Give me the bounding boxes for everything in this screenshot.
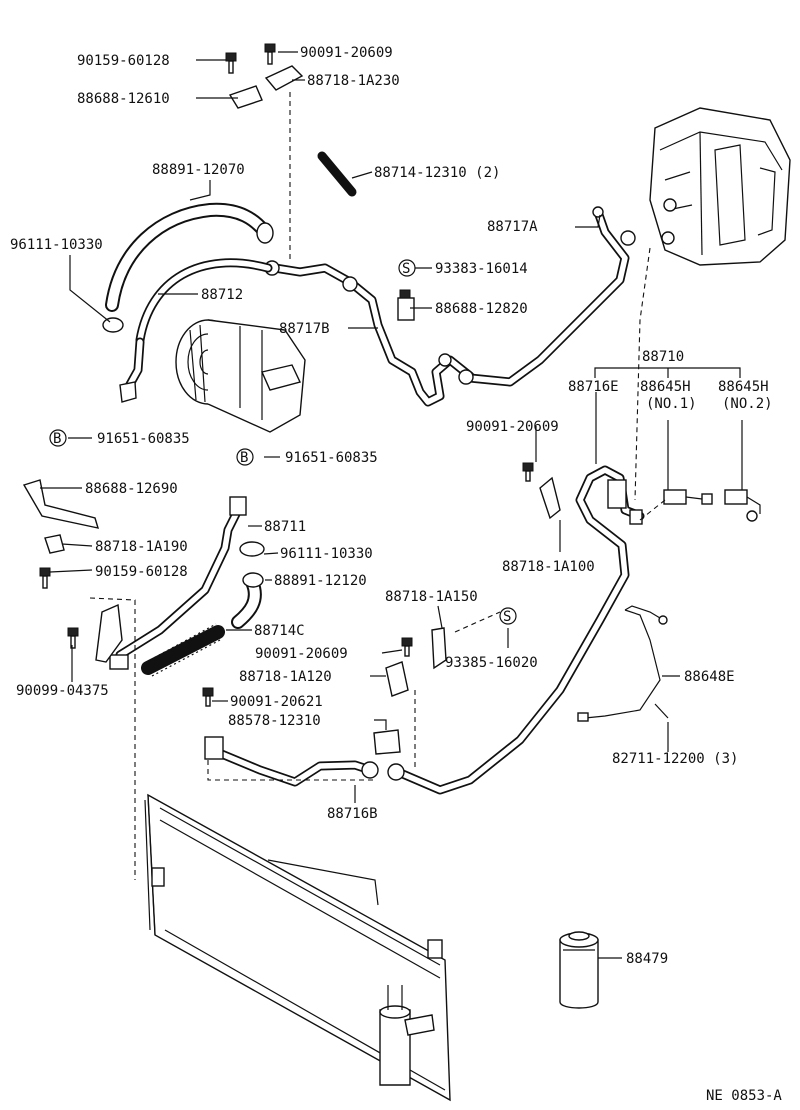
svg-text:S: S (402, 261, 410, 277)
label-82711-12200: 82711-12200 (3) (612, 751, 738, 767)
circle-marker-icon: B (49, 429, 67, 447)
bolt-icon (264, 43, 276, 65)
label-88645H-no2: 88645H (718, 379, 769, 395)
hose-88712 (123, 258, 273, 393)
label-88648E: 88648E (684, 669, 735, 685)
label-88645H-no1: 88645H (640, 379, 691, 395)
label-88716E: 88716E (568, 379, 619, 395)
label-93383-16014: 93383-16014 (435, 261, 528, 277)
receiver-drier-on-condenser (379, 985, 435, 1086)
label-88645H-no2-sub: (NO.2) (722, 396, 773, 412)
pressure-switch-no2 (724, 489, 761, 522)
bolt-icon (401, 637, 413, 657)
label-90091-20621: 90091-20621 (230, 694, 323, 710)
leader-lines (40, 51, 743, 959)
part-labels: 90159-60128 90091-20609 88718-1A230 8868… (10, 45, 782, 1104)
upper-pipe-88717A (465, 207, 630, 387)
label-96111-10330-top: 96111-10330 (10, 237, 103, 253)
label-88717A: 88717A (487, 219, 538, 235)
label-90159-60128-top: 90159-60128 (77, 53, 170, 69)
evaporator-unit (649, 107, 791, 266)
svg-text:B: B (240, 450, 248, 466)
label-88714C: 88714C (254, 623, 305, 639)
hose-88714C (141, 623, 225, 677)
clamp-icon (102, 317, 124, 333)
circle-marker-icon: B (236, 448, 254, 466)
circle-marker-icon: S (499, 607, 517, 625)
label-88712: 88712 (201, 287, 243, 303)
band-88714-12310 (317, 151, 357, 197)
bracket-88718-1A100 (539, 476, 561, 520)
label-88688-12820: 88688-12820 (435, 301, 528, 317)
receiver-88479 (559, 931, 599, 1009)
label-88891-12120: 88891-12120 (274, 573, 367, 589)
clamp-88688-12820 (397, 297, 415, 321)
label-88688-12610: 88688-12610 (77, 91, 170, 107)
label-93385-16020: 93385-16020 (445, 655, 538, 671)
label-88716B: 88716B (327, 806, 378, 822)
label-88710: 88710 (642, 349, 684, 365)
svg-text:B: B (53, 431, 61, 447)
sensor-88648E (577, 605, 668, 722)
bolt-icon (67, 627, 79, 649)
clip-82711-12200 (654, 703, 669, 719)
bracket-88718-1A230 (228, 65, 304, 109)
hose-88891-12070 (105, 202, 274, 312)
upper-pipe-88717B (270, 263, 475, 407)
label-88718-1A230: 88718-1A230 (307, 73, 400, 89)
condenser (144, 793, 451, 1102)
seal-88578-12310 (373, 729, 401, 755)
circle-marker-icon: S (398, 259, 416, 277)
label-90091-20609-mid: 90091-20609 (466, 419, 559, 435)
pipe-88716B (207, 745, 375, 787)
label-88718-1A120: 88718-1A120 (239, 669, 332, 685)
label-90091-20609-low: 90091-20609 (255, 646, 348, 662)
svg-text:S: S (503, 609, 511, 625)
label-88688-12690: 88688-12690 (85, 481, 178, 497)
bolt-icon (522, 462, 534, 482)
label-88578-12310: 88578-12310 (228, 713, 321, 729)
label-88891-12070: 88891-12070 (152, 162, 245, 178)
label-90159-60128-mid: 90159-60128 (95, 564, 188, 580)
figure-code: NE 0853-A (706, 1088, 782, 1104)
bracket-88688-12690 (22, 479, 100, 529)
label-91651-60835-a: 91651-60835 (97, 431, 190, 447)
bracket-88718-1A120 (385, 661, 409, 697)
label-91651-60835-b: 91651-60835 (285, 450, 378, 466)
pipe-88716E (393, 465, 645, 795)
label-88714-12310: 88714-12310 (2) (374, 165, 500, 181)
label-88718-1A190: 88718-1A190 (95, 539, 188, 555)
bolt-icon (225, 52, 237, 74)
bracket-88718-1A150 (431, 627, 447, 670)
label-88711: 88711 (264, 519, 306, 535)
label-96111-10330-mid: 96111-10330 (280, 546, 373, 562)
bolt-icon (39, 567, 51, 589)
label-90091-20609-top: 90091-20609 (300, 45, 393, 61)
label-88717B: 88717B (279, 321, 330, 337)
label-88718-1A150: 88718-1A150 (385, 589, 478, 605)
label-90099-04375: 90099-04375 (16, 683, 109, 699)
bolt-icon (202, 687, 214, 707)
pressure-switch-no1 (663, 489, 713, 505)
pipe-88711 (115, 505, 243, 660)
clamp-icon (239, 541, 265, 557)
hose-88891-12120 (231, 572, 264, 629)
label-88645H-no1-sub: (NO.1) (646, 396, 697, 412)
compressor (175, 319, 306, 433)
label-88718-1A100: 88718-1A100 (502, 559, 595, 575)
label-88479: 88479 (626, 951, 668, 967)
